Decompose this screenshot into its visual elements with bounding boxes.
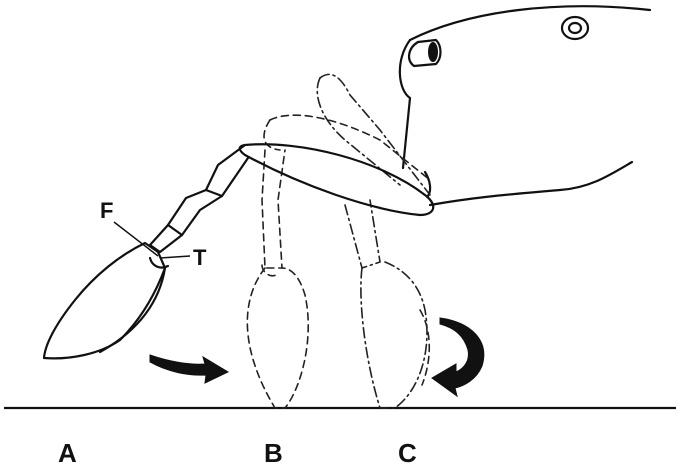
pointer-line-t — [160, 256, 190, 258]
eye-icon — [562, 17, 588, 39]
label-a: A — [58, 438, 77, 464]
leg-position-a — [44, 144, 433, 358]
label-c: C — [398, 438, 417, 464]
label-b: B — [264, 438, 283, 464]
body-outline — [400, 6, 650, 205]
antenna-socket — [409, 40, 440, 66]
leg-position-c — [317, 74, 430, 408]
leg-position-b — [247, 115, 430, 408]
curved-arrow-down-icon — [432, 318, 484, 396]
arrow-right-icon — [150, 355, 228, 383]
label-t: T — [193, 245, 207, 270]
label-f: F — [100, 198, 113, 223]
pointer-line-f — [114, 222, 158, 256]
